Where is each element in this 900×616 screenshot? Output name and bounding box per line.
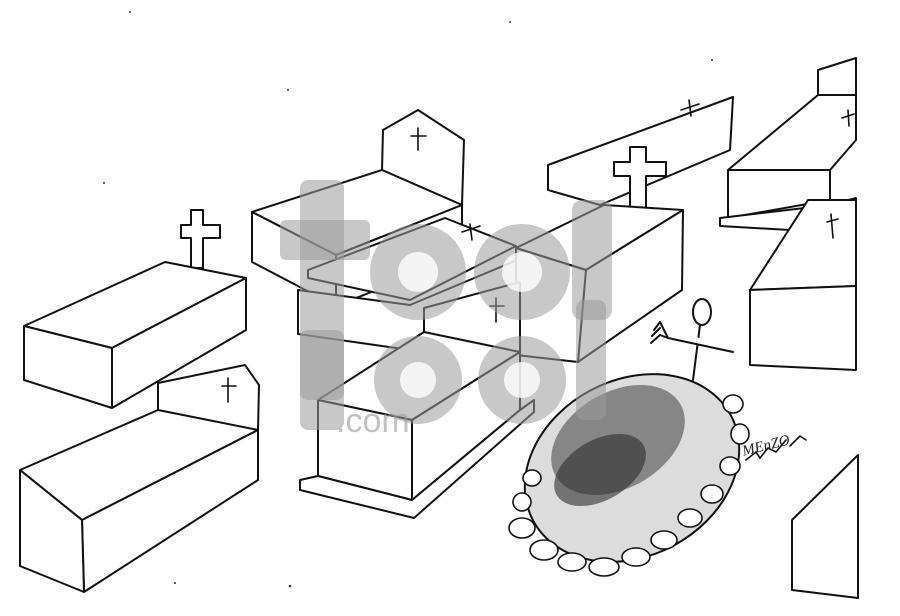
spoon-icon	[692, 298, 712, 381]
tomb-left	[23, 209, 247, 409]
fork-icon	[650, 321, 734, 353]
fork-spoon-cross	[650, 298, 734, 381]
signature-scribble	[745, 434, 807, 461]
tomb-front-left	[19, 364, 260, 593]
tomb-far-right-bottom	[791, 454, 859, 599]
tomb-far-right-middle	[749, 199, 857, 371]
grave-mound	[508, 373, 750, 577]
tomb-far-right-top	[719, 57, 857, 231]
paper-specks	[103, 11, 713, 588]
grave-stones	[508, 394, 750, 577]
